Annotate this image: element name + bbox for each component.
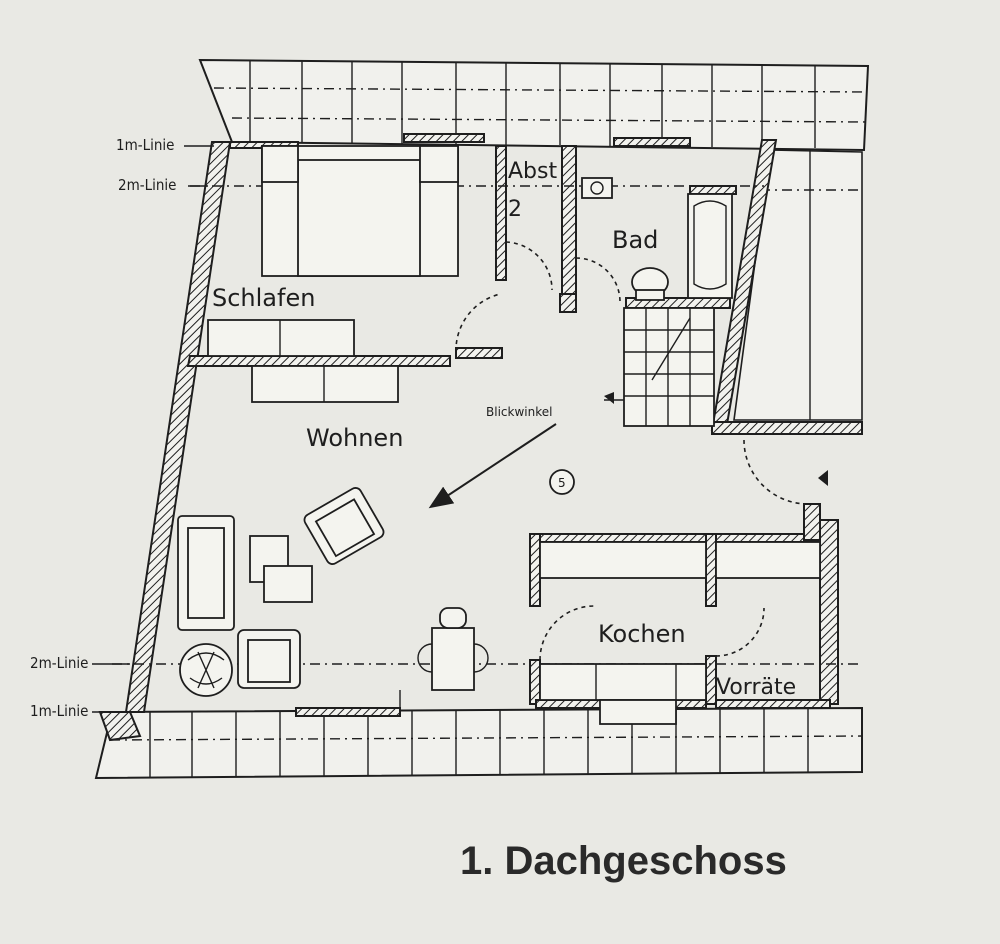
sofa [177, 515, 235, 631]
wall-kochen-left [529, 533, 541, 607]
bathtub [687, 193, 733, 299]
room-label-wohnen: Wohnen [306, 424, 403, 452]
kitchen-counter [539, 541, 821, 725]
label-2m-line-bottom: 2m-Linie [30, 654, 88, 672]
washbasin [581, 177, 613, 199]
room-label-kochen: Kochen [598, 620, 686, 648]
wall-bad-top [613, 137, 691, 147]
bed [261, 145, 459, 277]
wall-right-lower [711, 421, 863, 435]
room-label-abst-number: 2 [508, 197, 522, 222]
label-1m-line-bottom: 1m-Linie [30, 702, 88, 720]
label-1m-line-top: 1m-Linie [116, 136, 174, 154]
wall-bottom-c [715, 699, 831, 709]
wall-kochen-right [819, 519, 839, 705]
wall-bad-tub [689, 185, 737, 195]
door-schlafen [455, 293, 501, 353]
room-label-schlafen: Schlafen [212, 284, 315, 312]
entry-marker-icon [818, 470, 828, 486]
cabinet-wohnen [251, 365, 399, 403]
wall-vorraete-divider [705, 533, 717, 607]
door-kochen [539, 605, 595, 661]
wall-kochen-top [529, 533, 829, 543]
view-angle-arrow [428, 423, 557, 509]
door-right [743, 439, 807, 505]
wall-schlafen-wohnen [186, 355, 451, 367]
label-2m-line-top: 2m-Linie [118, 176, 176, 194]
wall-left [124, 141, 232, 713]
room-label-bad: Bad [612, 226, 658, 254]
roof-bottom-strip [94, 706, 863, 780]
door-vorraete [715, 607, 765, 657]
door-abst [505, 241, 553, 291]
wall-kochen-jamb [803, 503, 821, 541]
roof-right-strip [733, 149, 863, 421]
door-bad [575, 257, 621, 303]
armchair [237, 629, 301, 689]
room-label-abst: Abst [508, 159, 557, 184]
wall-top-b [403, 133, 485, 143]
wall-vorraete-lower [705, 655, 717, 705]
wall-abst-stub [559, 293, 577, 313]
dining-table [417, 607, 489, 691]
wall-abst-right [561, 145, 577, 311]
toilet [631, 267, 669, 301]
view-marker-label: 5 [558, 476, 566, 490]
side-tables [249, 535, 313, 603]
wall-abst-left [495, 145, 507, 281]
wardrobe-schlafen [207, 319, 355, 357]
wall-kochen-left-lower [529, 659, 541, 705]
armchair-rotated [303, 487, 385, 565]
roof-top-strip [198, 58, 870, 152]
staircase [604, 307, 715, 427]
wall-schlafen-door-jamb [455, 347, 503, 359]
potted-plant [179, 643, 233, 697]
view-marker-circle [549, 469, 575, 495]
wall-bottom-a [295, 707, 401, 717]
view-angle-label: Blickwinkel [486, 405, 552, 419]
plan-title: 1. Dachgeschoss [460, 839, 787, 883]
room-label-vorraete: Vorräte [716, 675, 796, 700]
